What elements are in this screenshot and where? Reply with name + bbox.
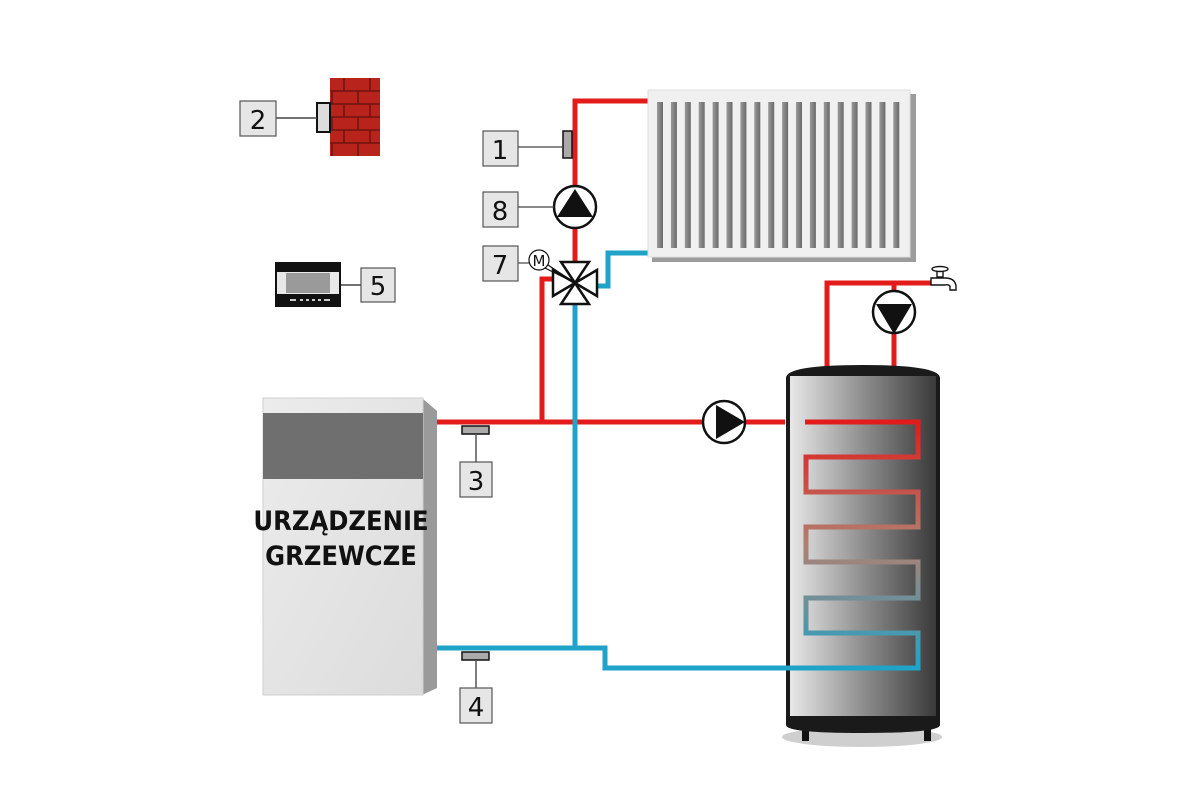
radiator-fin xyxy=(809,102,816,248)
label-1: 1 xyxy=(492,136,509,166)
hot-radiator-supply xyxy=(572,98,650,262)
sensor-1: 1 xyxy=(482,130,573,167)
heating-boiler: URZĄDZENIE GRZEWCZE xyxy=(253,397,437,696)
storage-charge-pump xyxy=(701,399,747,445)
radiator-fin xyxy=(754,102,761,248)
heat-exchanger-coil xyxy=(785,419,921,671)
boiler-label-line2: GRZEWCZE xyxy=(265,541,417,572)
radiator-fin xyxy=(893,102,900,248)
hot-riser-to-valve xyxy=(539,276,558,422)
label-3: 3 xyxy=(468,467,485,497)
hot-water-storage-tank xyxy=(782,365,942,747)
cold-return-main xyxy=(437,645,790,671)
radiator xyxy=(647,89,916,262)
dhw-circulation-pump xyxy=(871,289,917,335)
water-tap-icon xyxy=(930,265,957,291)
radiator-fin xyxy=(698,102,705,248)
radiator-fin xyxy=(740,102,747,248)
radiator-fin xyxy=(712,102,719,248)
radiator-fin xyxy=(670,102,677,248)
mixing-valve-7: M 7 xyxy=(482,245,599,306)
radiator-fin xyxy=(865,102,872,248)
cold-radiator-return xyxy=(593,250,650,289)
radiator-fin xyxy=(657,102,663,248)
radiator-fin xyxy=(726,102,733,248)
radiator-fin xyxy=(796,102,802,248)
sensor-4: 4 xyxy=(459,651,493,724)
radiator-fin xyxy=(823,102,830,248)
radiator-fin xyxy=(851,102,858,248)
radiator-fin xyxy=(684,102,691,248)
four-way-valve-icon xyxy=(551,260,599,306)
motor-symbol: M xyxy=(533,252,546,270)
outdoor-sensor-2: 2 xyxy=(239,78,380,156)
cold-pipes xyxy=(437,250,790,671)
label-8: 8 xyxy=(492,197,509,227)
motor-icon xyxy=(528,249,550,271)
sensor-3: 3 xyxy=(459,425,493,498)
radiator-fin xyxy=(879,102,886,248)
label-7: 7 xyxy=(492,251,509,281)
label-5: 5 xyxy=(370,272,387,302)
dhw-outlet-pipe xyxy=(824,280,935,370)
radiator-fin xyxy=(768,102,775,248)
radiator-fin xyxy=(837,102,844,248)
radiator-fin xyxy=(782,102,789,248)
controller-5: 5 xyxy=(275,262,396,307)
pump-8: 8 xyxy=(482,184,598,230)
brick-wall-icon xyxy=(330,78,380,156)
label-2: 2 xyxy=(250,106,267,136)
boiler-label-line1: URZĄDZENIE xyxy=(253,506,428,537)
label-4: 4 xyxy=(468,693,485,723)
